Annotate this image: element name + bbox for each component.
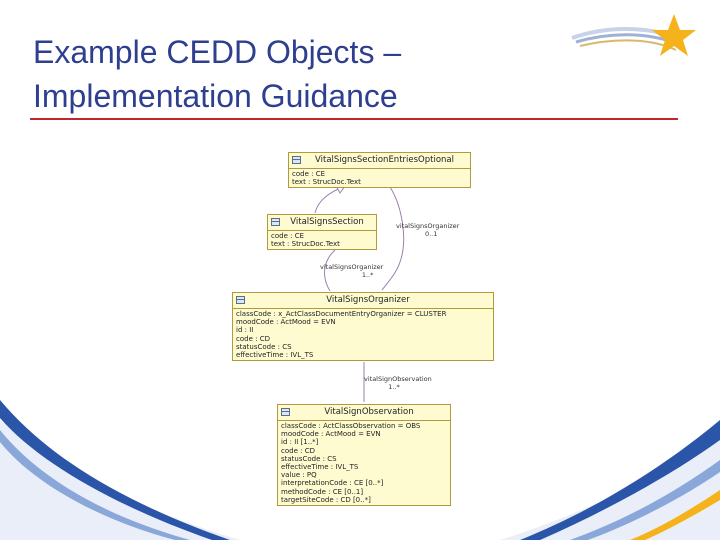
association-role: vitalSignsOrganizer [396,222,460,230]
uml-class-vital-signs-organizer[interactable]: VitalSignsOrganizer classCode : x_ActCla… [232,292,494,362]
uml-attribute: text : StrucDoc.Text [292,178,361,187]
title-divider [30,118,678,120]
association-label-observation: vitalSignObservation 1..* [364,375,432,391]
uml-attribute: effectiveTime : IVL_TS [281,463,359,472]
uml-class-name: VitalSignsOrganizer [326,295,410,305]
uml-attributes: classCode : ActClassObservation = OBS mo… [278,421,450,505]
uml-class-vital-signs-section[interactable]: VitalSignsSection code : CE text : Struc… [267,214,377,251]
uml-attribute: code : CE [271,232,305,240]
class-icon [281,408,290,416]
uml-attribute: id : II [236,326,254,335]
uml-attribute: interpretationCode : CE [0..*] [281,479,384,488]
uml-attributes: code : CE text : StrucDoc.Text [268,231,376,249]
association-role: vitalSignObservation [364,375,432,383]
association-multiplicity: 0..1 [424,230,438,238]
uml-class-header: VitalSignsSectionEntriesOptional [289,153,470,169]
uml-attribute: text : StrucDoc.Text [271,240,340,249]
uml-class-vital-sign-observation[interactable]: VitalSignObservation classCode : ActClas… [277,404,451,507]
slide-title-line-1: Example CEDD Objects – [33,34,402,70]
uml-attribute: effectiveTime : IVL_TS [236,351,314,360]
star-icon [652,14,696,56]
class-icon [236,296,245,304]
uml-attribute: code : CD [281,446,315,455]
uml-class-name: VitalSignsSectionEntriesOptional [315,155,454,165]
association-label-organizer-optional: vitalSignsOrganizer 0..1 [396,222,459,238]
uml-attributes: code : CE text : StrucDoc.Text [289,169,470,187]
slide-title-line-2: Implementation Guidance [33,78,398,114]
star-swoosh-logo [571,14,696,56]
class-icon [292,156,301,164]
background-swoosh [0,400,720,540]
uml-attribute: targetSiteCode : CD [0..*] [281,495,371,504]
uml-attribute: moodCode : ActMood = EVN [281,430,381,439]
association-multiplicity: 1..* [361,271,374,279]
uml-attribute: moodCode : ActMood = EVN [236,318,336,327]
class-icon [271,218,280,226]
uml-attribute: code : CD [236,334,270,343]
uml-class-name: VitalSignObservation [324,407,414,417]
uml-class-vital-signs-section-entries-optional[interactable]: VitalSignsSectionEntriesOptional code : … [288,152,471,189]
uml-attributes: classCode : x_ActClassDocumentEntryOrgan… [233,309,493,360]
slide-title: Example CEDD Objects – Implementation Gu… [33,30,553,118]
uml-class-header: VitalSignsOrganizer [233,293,493,309]
association-role: vitalSignsOrganizer [320,263,384,271]
uml-attribute: methodCode : CE [0..1] [281,487,364,496]
uml-attribute: classCode : x_ActClassDocumentEntryOrgan… [236,310,447,318]
uml-attribute: statusCode : CS [236,342,292,351]
uml-attribute: statusCode : CS [281,454,337,463]
uml-class-name: VitalSignsSection [290,217,364,227]
uml-class-header: VitalSignsSection [268,215,376,231]
uml-class-header: VitalSignObservation [278,405,450,421]
uml-attribute: code : CE [292,170,326,178]
association-label-organizer: vitalSignsOrganizer 1..* [320,263,383,279]
uml-attribute: id : II [1..*] [281,438,319,447]
uml-attribute: value : PQ [281,471,317,480]
uml-attribute: classCode : ActClassObservation = OBS [281,422,421,430]
association-multiplicity: 1..* [388,383,400,391]
